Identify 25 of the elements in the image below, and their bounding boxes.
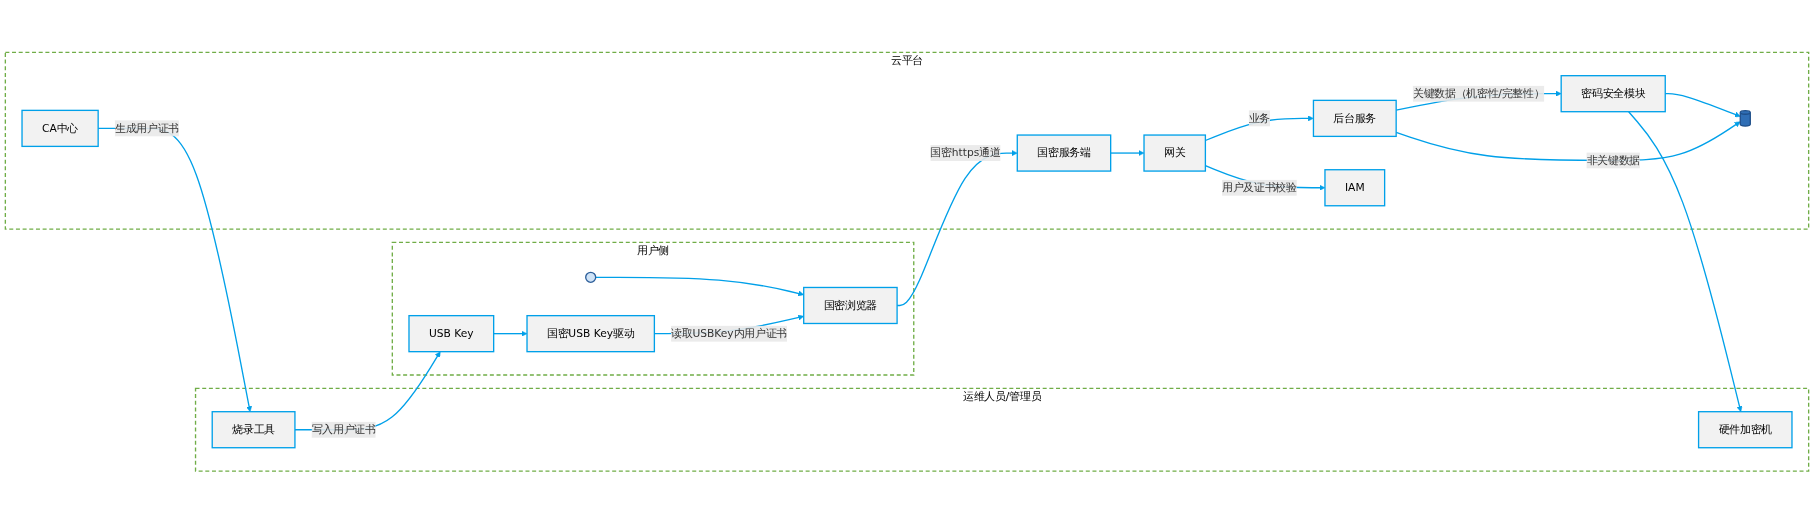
node-box: 国密服务端	[1016, 134, 1112, 173]
node-box: 密码安全模块	[1560, 75, 1666, 113]
edge-label: 读取USBKey内用户证书	[671, 327, 788, 340]
node-box: 网关	[1143, 134, 1207, 173]
edge-label: 用户及证书校验	[1222, 181, 1297, 195]
node-cylinder	[1739, 110, 1751, 127]
edge-label: 国密https通道	[930, 146, 1001, 160]
arrow	[1628, 111, 1743, 413]
node-box: 后台服务	[1312, 100, 1397, 138]
node-box: USB Key	[408, 315, 495, 353]
edge-label: 写入用户证书	[311, 423, 376, 437]
edge-label: 非关键数据	[1586, 154, 1640, 167]
edge-label: 生成用户证书	[114, 122, 179, 135]
node-box: 国密USB Key驱动	[526, 315, 656, 353]
node-box: IAM	[1324, 169, 1386, 207]
node-box: 硬件加密机	[1697, 411, 1793, 449]
arrow	[1110, 150, 1145, 157]
node-person	[585, 271, 597, 284]
arrow	[595, 276, 804, 297]
arrow	[493, 331, 528, 337]
node-box: 国密浏览器	[803, 287, 898, 325]
node-box: CA中心	[21, 110, 99, 148]
edge-label: 关键数据（机密性/完整性）	[1412, 87, 1545, 100]
edge-label: 业务	[1248, 112, 1271, 125]
node-box: 烧录工具	[211, 411, 296, 449]
